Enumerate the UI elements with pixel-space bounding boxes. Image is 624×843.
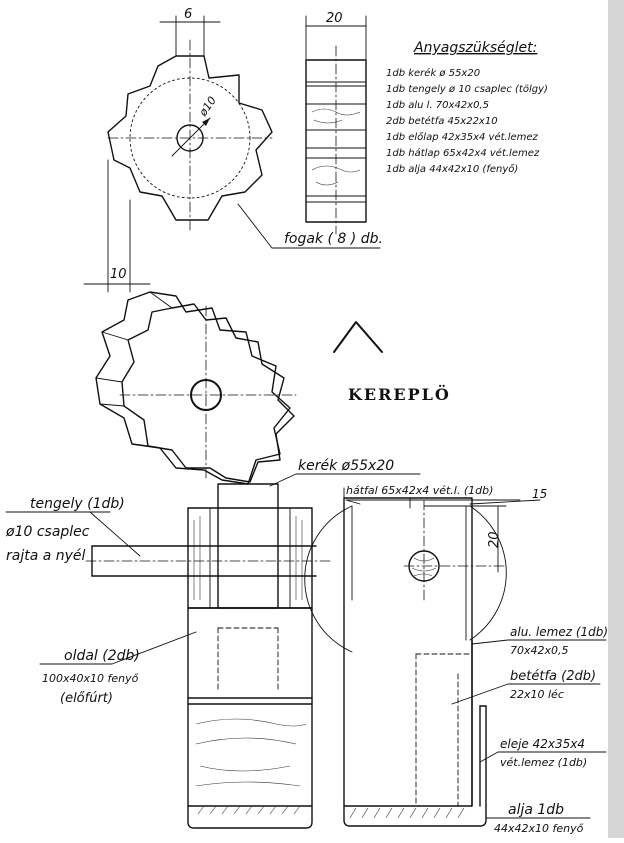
page-edge-bar bbox=[608, 0, 624, 838]
wheel-wood-grain bbox=[311, 108, 361, 186]
gear-3d-edge-3 bbox=[95, 377, 123, 383]
wheel-leader bbox=[269, 473, 421, 487]
alu-leader bbox=[471, 639, 607, 645]
parts-list-row-6: 1db hátlap 65x42x4 vét.lemez bbox=[386, 147, 540, 159]
side-label-3: (előfúrt) bbox=[60, 691, 113, 706]
drawing-canvas: ø10 6 10 fogak ( 8 ) db. 20 Anyagszükség bbox=[5, 7, 608, 835]
gear-3d-edge-4 bbox=[99, 403, 125, 407]
insert-leader bbox=[451, 683, 601, 705]
block-width-dim-line bbox=[469, 499, 541, 505]
wheel-label: kerék ø55x20 bbox=[298, 458, 394, 474]
back-panel bbox=[343, 497, 473, 807]
side-gap-label: 10 bbox=[110, 267, 127, 282]
base-bottom-hatching bbox=[197, 805, 301, 815]
front-leader bbox=[479, 751, 607, 763]
wheel-behind-arc-right bbox=[469, 505, 507, 641]
back-label: hátfal 65x42x4 vét.l. (1db) bbox=[346, 484, 493, 497]
teeth-label: fogak ( 8 ) db. bbox=[284, 231, 383, 247]
front-label-1: eleje 42x35x4 bbox=[500, 737, 585, 751]
parts-list-row-5: 1db előlap 42x35x4 vét.lemez bbox=[386, 131, 539, 143]
axle-leader bbox=[89, 511, 141, 557]
alu-label-2: 70x42x0,5 bbox=[510, 644, 569, 657]
axle-label-2: ø10 csaplec bbox=[5, 524, 90, 540]
side-lower-block bbox=[187, 607, 313, 807]
gear-3d-front bbox=[121, 303, 295, 483]
bore-dimension-line bbox=[171, 117, 211, 157]
side-upper-block bbox=[187, 507, 313, 609]
side-label-1: oldal (2db) bbox=[64, 648, 140, 664]
parts-list-row-4: 2db betétfa 45x22x10 bbox=[386, 115, 498, 127]
drawing-title: KEREPLÖ bbox=[348, 384, 451, 404]
base-label-1: alja 1db bbox=[508, 802, 564, 818]
wheel-side-view: 20 bbox=[305, 11, 367, 235]
block-height-label: 20 bbox=[487, 531, 502, 548]
parts-list-row-1: 1db kerék ø 55x20 bbox=[386, 67, 480, 79]
assembly-side-view bbox=[85, 483, 331, 829]
gear-outline bbox=[107, 55, 273, 221]
front-label-2: vét.lemez (1db) bbox=[500, 756, 587, 769]
base-label-2: 44x42x10 fenyő bbox=[494, 822, 584, 835]
parts-list: Anyagszükséglet: 1db kerék ø 55x20 1db t… bbox=[386, 40, 548, 175]
title-block: KEREPLÖ bbox=[333, 321, 451, 404]
axle-label-3: rajta a nyél bbox=[6, 548, 86, 564]
front-base-hatching bbox=[349, 807, 465, 819]
block-width-label: 15 bbox=[532, 487, 547, 501]
alu-label-1: alu. lemez (1db) bbox=[510, 625, 608, 639]
title-caret-mark bbox=[333, 321, 383, 353]
parts-list-heading: Anyagszükséglet: bbox=[413, 40, 537, 56]
gear-front-view: ø10 6 10 fogak ( 8 ) db. bbox=[83, 7, 383, 293]
front-base-bottom bbox=[343, 805, 487, 827]
thickness-label: 20 bbox=[326, 11, 343, 26]
insert-label-2: 22x10 léc bbox=[510, 688, 564, 701]
insert-label-1: betétfa (2db) bbox=[510, 669, 596, 684]
gear-3d-edge-1 bbox=[149, 291, 173, 309]
bore-arrow-head bbox=[202, 118, 210, 126]
back-leader bbox=[345, 499, 521, 505]
assembly-labels: kerék ø55x20 hátfal 65x42x4 vét.l. (1db)… bbox=[5, 458, 608, 835]
base-bottom-edge bbox=[187, 805, 313, 829]
parts-list-row-2: 1db tengely ø 10 csaplec (tölgy) bbox=[386, 84, 548, 95]
gear-3d-view bbox=[95, 291, 297, 485]
axle-label-1: tengely (1db) bbox=[30, 496, 125, 512]
side-label-2: 100x40x10 fenyő bbox=[42, 672, 139, 685]
base-wood-grain bbox=[195, 718, 307, 787]
gear-3d-edge-5 bbox=[131, 443, 149, 447]
teeth-leader bbox=[237, 203, 381, 249]
wheel-behind-arc-left bbox=[304, 505, 353, 653]
parts-list-row-3: 1db alu l. 70x42x0,5 bbox=[386, 100, 489, 111]
top-width-label: 6 bbox=[184, 7, 192, 22]
parts-list-row-7: 1db alja 44x42x10 (fenyő) bbox=[386, 163, 518, 175]
side-hatching bbox=[193, 516, 303, 600]
assembly-front-view: 20 15 bbox=[304, 487, 547, 827]
bore-dimension-label: ø10 bbox=[196, 94, 219, 119]
gear-3d-edge-2 bbox=[101, 331, 129, 341]
side-leader bbox=[111, 631, 197, 665]
